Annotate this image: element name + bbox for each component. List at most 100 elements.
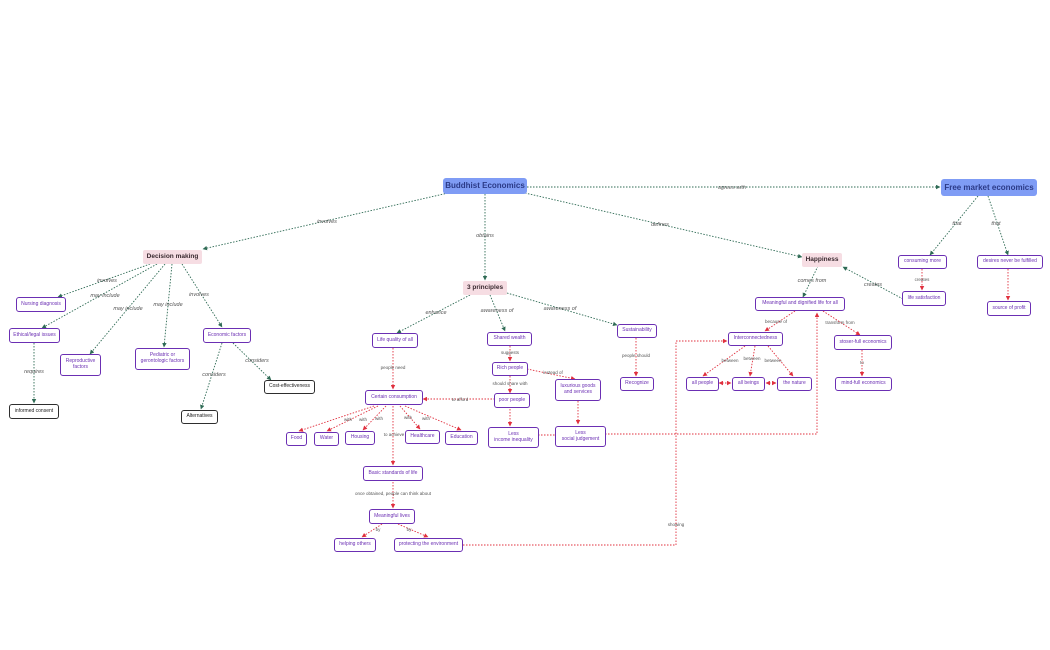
node-economic-factors[interactable]: Economic factors bbox=[203, 328, 251, 343]
label-with-2: with bbox=[359, 417, 367, 422]
label-instead-of: instead of bbox=[543, 370, 563, 375]
edge-inter-nature bbox=[767, 345, 794, 377]
node-education[interactable]: Education bbox=[445, 431, 478, 445]
node-helping-others[interactable]: helping others bbox=[334, 538, 376, 552]
node-consuming-more[interactable]: consuming more bbox=[898, 255, 947, 269]
edge-meaningful-interconnected bbox=[764, 310, 796, 332]
label-creates-small: creates bbox=[915, 277, 931, 282]
label-agrees-with: agrees with bbox=[718, 185, 746, 191]
label-between-1: between bbox=[721, 358, 739, 363]
edge-certain-housing bbox=[362, 405, 387, 431]
node-meaningful-lives[interactable]: Meaningful lives bbox=[369, 509, 415, 524]
node-cost-effectiveness[interactable]: Cost-effectiveness bbox=[264, 380, 315, 394]
edge-inter-allpeople bbox=[702, 345, 746, 377]
node-source-of-profit[interactable]: source of profit bbox=[987, 301, 1031, 316]
label-considers-b: considers bbox=[245, 358, 269, 364]
node-life-satisfaction[interactable]: life satisfaction bbox=[902, 291, 946, 306]
node-meaningful-dignified-life[interactable]: Meaningful and dignified life for all bbox=[755, 297, 845, 311]
label-creates-main: creates bbox=[864, 282, 882, 288]
edge-rich-luxurious bbox=[526, 368, 576, 381]
node-water[interactable]: Water bbox=[314, 432, 339, 446]
node-all-beings[interactable]: all beings bbox=[732, 377, 765, 391]
node-happiness[interactable]: Happiness bbox=[802, 253, 842, 267]
label-to: to bbox=[860, 360, 864, 365]
node-reproductive-factors[interactable]: Reproductive factors bbox=[60, 354, 101, 376]
node-basic-standards[interactable]: Basic standards of life bbox=[363, 466, 423, 481]
node-housing[interactable]: Housing bbox=[345, 431, 375, 445]
node-nursing-diagnosis[interactable]: Nursing diagnosis bbox=[16, 297, 66, 312]
edge-certain-water bbox=[326, 405, 379, 432]
node-food[interactable]: Food bbox=[286, 432, 307, 446]
node-healthcare[interactable]: Healthcare bbox=[405, 430, 440, 444]
label-requires: requires bbox=[24, 369, 44, 375]
node-protecting-environment[interactable]: protecting the environment bbox=[394, 538, 463, 552]
edge-free-desires bbox=[987, 195, 1009, 256]
node-ethical-legal-issues[interactable]: Ethical/legal issues bbox=[9, 328, 60, 343]
edge-meaningful-helping bbox=[361, 523, 383, 538]
label-may-include-a: may include bbox=[90, 293, 119, 299]
label-should-share-with: should share with bbox=[492, 381, 528, 386]
node-certain-consumption[interactable]: Certain consumption bbox=[365, 390, 423, 405]
label-may-include-b: may include bbox=[113, 306, 142, 312]
label-with-3: with bbox=[375, 416, 383, 421]
node-free-market-economics[interactable]: Free market economics bbox=[941, 179, 1037, 196]
label-involves-b: involves bbox=[189, 292, 209, 298]
label-transform-from: transform from bbox=[825, 320, 855, 325]
edge-principles-sustain bbox=[506, 292, 618, 327]
edge-meaningful-protecting bbox=[397, 523, 429, 538]
edge-certain-education bbox=[404, 405, 462, 431]
label-to-achieve: to achieve bbox=[384, 432, 405, 437]
edge-decision-nursing bbox=[57, 263, 151, 298]
node-3-principles[interactable]: 3 principles bbox=[463, 281, 507, 295]
label-once-obtained: once obtained, people can think about bbox=[355, 491, 432, 496]
node-interconnectedness[interactable]: Interconnectedness bbox=[728, 332, 783, 346]
edge-decision-ethical bbox=[41, 263, 158, 329]
node-less-social-judgement[interactable]: Less social judgement bbox=[555, 426, 606, 447]
label-involves-main: involves bbox=[317, 219, 337, 225]
node-less-income-inequality[interactable]: Less income inequality bbox=[488, 427, 539, 448]
edge-inter-allbeings bbox=[748, 345, 756, 377]
node-stoser-full-economics[interactable]: stoser-full economics bbox=[834, 335, 892, 350]
node-sustainability[interactable]: Sustainability bbox=[617, 324, 657, 338]
node-the-nature[interactable]: the nature bbox=[777, 377, 812, 391]
edge-decision-economic bbox=[181, 263, 223, 328]
label-obtains: obtains bbox=[476, 233, 494, 239]
edge-buddhist-happiness bbox=[524, 192, 803, 259]
node-life-quality[interactable]: Life quality of all bbox=[372, 333, 418, 348]
node-mind-full-economics[interactable]: mind-full economics bbox=[835, 377, 892, 391]
edge-lifesat-happiness bbox=[842, 266, 904, 300]
label-to-afford: to afford bbox=[452, 397, 469, 402]
edge-decision-pediatric bbox=[162, 263, 173, 348]
label-comes-from: comes from bbox=[798, 278, 827, 284]
label-that-a: that bbox=[952, 221, 962, 227]
node-poor-people[interactable]: poor people bbox=[494, 393, 530, 408]
label-showing: showing bbox=[668, 522, 685, 527]
node-shared-wealth[interactable]: Shared wealth bbox=[487, 332, 532, 346]
edge-meaningful-stoser bbox=[822, 310, 861, 336]
node-alternatives[interactable]: Alternatives bbox=[181, 410, 218, 424]
node-pediatric-factors[interactable]: Pediatric or gerontologic factors bbox=[135, 348, 190, 370]
label-with-4: with bbox=[404, 415, 412, 420]
label-with-5: with bbox=[422, 416, 430, 421]
node-desires-never-fulfilled[interactable]: desires never be fulfilled bbox=[977, 255, 1043, 269]
edge-certain-healthcare bbox=[399, 405, 421, 430]
node-decision-making[interactable]: Decision making bbox=[143, 250, 202, 264]
label-between-3: between bbox=[764, 358, 782, 363]
edge-certain-food bbox=[298, 405, 375, 432]
node-luxurious-goods[interactable]: luxurious goods and services bbox=[555, 379, 601, 401]
label-enhance: enhance bbox=[425, 310, 446, 316]
label-people-should: people should bbox=[622, 353, 651, 358]
edge-principles-shared bbox=[489, 294, 506, 332]
label-by-2: by bbox=[407, 527, 413, 532]
label-awareness-a: awareness of bbox=[481, 308, 514, 314]
node-informed-consent[interactable]: informed consent bbox=[9, 404, 59, 419]
node-all-people[interactable]: all people bbox=[686, 377, 719, 391]
label-between-2: between bbox=[743, 356, 761, 361]
node-rich-people[interactable]: Rich people bbox=[492, 362, 528, 376]
node-recognize[interactable]: Recognize bbox=[620, 377, 654, 391]
label-defines: defines bbox=[651, 222, 669, 228]
node-buddhist-economics[interactable]: Buddhist Economics bbox=[443, 178, 527, 194]
edge-economic-alternatives bbox=[200, 342, 223, 410]
